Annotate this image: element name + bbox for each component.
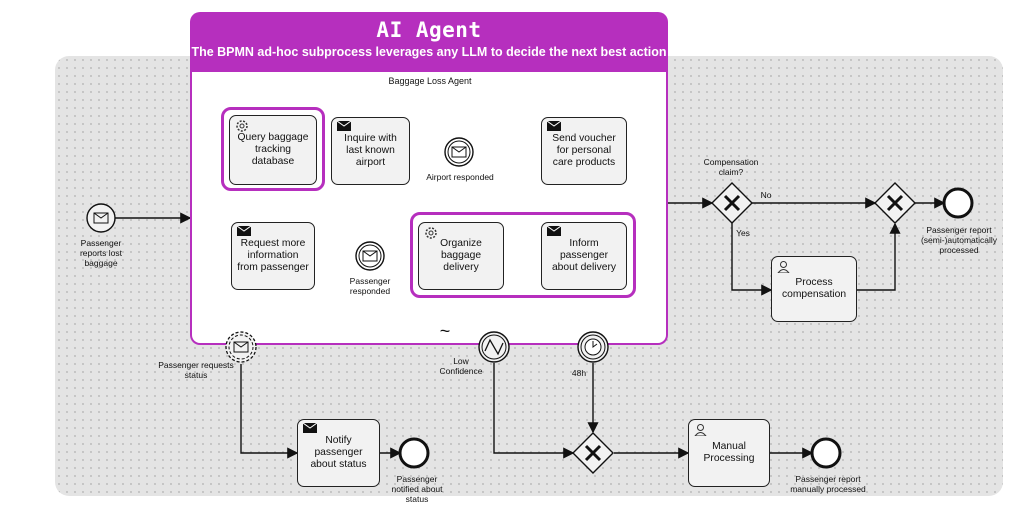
user-icon — [777, 261, 790, 273]
label-end-auto: Passenger report (semi-)automatically pr… — [920, 225, 998, 255]
highlight-delivery — [410, 212, 636, 298]
task-inquire-airport[interactable]: Inquire with last known airport — [331, 117, 410, 185]
task-inform-passenger[interactable]: Inform passenger about delivery — [541, 222, 627, 290]
task-manual-processing[interactable]: Manual Processing — [688, 419, 770, 487]
task-manual-label: Manual Processing — [703, 441, 755, 464]
task-notify-passenger[interactable]: Notify passenger about status — [297, 419, 380, 487]
flow-comp-to-merge — [857, 222, 901, 291]
task-process-comp-label: Process compensation — [781, 277, 847, 300]
gear-icon — [425, 227, 437, 239]
envelope-filled-icon — [547, 121, 561, 131]
agent-title: AI Agent — [376, 18, 482, 42]
label-requests-status: Passenger requests status — [158, 360, 234, 380]
task-process-compensation[interactable]: Process compensation — [771, 256, 857, 322]
gear-icon — [236, 120, 248, 132]
task-request-info[interactable]: Request more information from passenger — [231, 222, 315, 290]
task-organize-delivery[interactable]: Organize baggage delivery — [418, 222, 504, 290]
task-inform-label: Inform passenger about delivery — [551, 238, 617, 273]
task-inquire-label: Inquire with last known airport — [344, 133, 397, 168]
label-start: Passenger reports lost baggage — [79, 238, 123, 268]
label-airport-responded: Airport responded — [426, 172, 494, 182]
user-icon — [694, 424, 707, 436]
envelope-filled-icon — [303, 423, 317, 433]
flow-status-to-notify — [240, 364, 299, 459]
label-no: No — [760, 190, 772, 200]
label-passenger-responded: Passenger responded — [349, 276, 391, 296]
label-end-manual: Passenger report manually processed — [790, 474, 866, 494]
flow-yes — [731, 223, 773, 296]
label-timer: 48h — [571, 368, 587, 378]
agent-header: AI Agent The BPMN ad-hoc subprocess leve… — [190, 12, 668, 72]
task-organize-label: Organize baggage delivery — [440, 238, 482, 273]
task-query-label: Query baggage tracking database — [237, 132, 309, 167]
envelope-filled-icon — [337, 121, 351, 131]
envelope-filled-icon — [547, 226, 561, 236]
flow-low-confidence — [493, 363, 575, 459]
task-voucher-label: Send voucher for personal care products — [552, 133, 616, 168]
highlight-query — [221, 107, 325, 191]
task-query-baggage[interactable]: Query baggage tracking database — [229, 115, 317, 185]
envelope-filled-icon — [237, 226, 251, 236]
label-compensation: Compensation claim? — [703, 157, 759, 177]
agent-subtitle: The BPMN ad-hoc subprocess leverages any… — [191, 45, 667, 59]
task-request-label: Request more information from passenger — [237, 238, 309, 273]
task-notify-label: Notify passenger about status — [310, 435, 367, 470]
label-yes: Yes — [736, 228, 750, 238]
adhoc-marker: ~ — [439, 321, 451, 341]
label-end-notified: Passenger notified about status — [391, 474, 443, 504]
label-low-confidence: Low Confidence — [439, 356, 483, 376]
subprocess-label: Baggage Loss Agent — [388, 76, 472, 86]
task-send-voucher[interactable]: Send voucher for personal care products — [541, 117, 627, 185]
